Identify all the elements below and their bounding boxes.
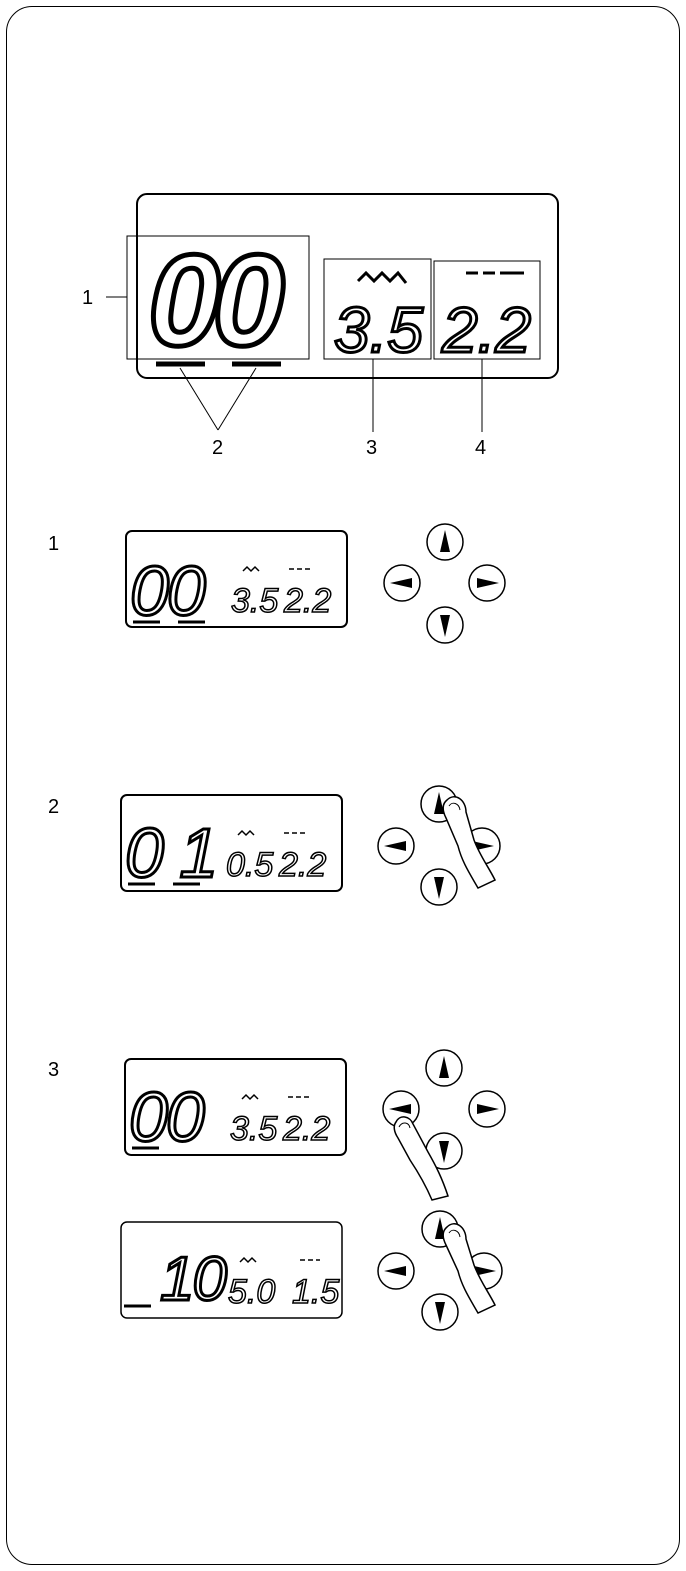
step-3-arrow-keys-b	[377, 1210, 503, 1331]
callout-label-3: 3	[366, 437, 378, 459]
step-3-display-b: 10 5.0 1.5	[120, 1221, 343, 1319]
arrow-left-icon[interactable]	[382, 1090, 420, 1128]
step-number-2: 2	[48, 796, 60, 818]
step-number-3: 3	[48, 1059, 60, 1081]
step-2-arrow-keys	[377, 785, 501, 906]
main-pattern-digits: 00	[148, 227, 284, 373]
callout-line-2a	[179, 367, 219, 431]
stitch-width: 5.0	[228, 1273, 275, 1311]
pattern-digits: 0 1	[125, 814, 216, 892]
stitch-width: 3.5	[231, 582, 278, 620]
arrow-right-icon[interactable]	[468, 564, 506, 602]
lcd-frame	[120, 794, 343, 892]
pattern-digits: 10	[160, 1245, 226, 1314]
callout-box-length	[433, 260, 541, 360]
stitch-length: 1.5	[292, 1273, 339, 1311]
pattern-digits: 00	[129, 1078, 205, 1156]
arrow-left-icon[interactable]	[377, 827, 415, 865]
finger-icon	[393, 1116, 449, 1201]
arrow-up-icon[interactable]	[426, 523, 464, 561]
callout-label-1: 1	[82, 287, 94, 309]
pattern-digits: 00	[130, 552, 206, 630]
step-3-arrow-keys-a	[382, 1049, 506, 1201]
arrow-down-icon[interactable]	[421, 1293, 459, 1331]
step-2-display: 0 1 0.5 2.2	[120, 794, 343, 894]
callout-box-width	[323, 258, 432, 360]
main-stitch-length: 2.2	[441, 294, 531, 366]
lcd-frame	[125, 530, 348, 628]
step-1-arrow-keys	[383, 523, 506, 644]
stitch-length: 2.2	[283, 582, 331, 620]
lcd-outer-frame	[136, 193, 559, 379]
page-frame	[6, 6, 680, 1565]
zigzag-width-icon	[242, 565, 260, 573]
zigzag-width-icon	[239, 1256, 257, 1264]
arrow-down-icon[interactable]	[420, 868, 458, 906]
arrow-down-icon[interactable]	[426, 606, 464, 644]
step-number-1: 1	[48, 533, 60, 555]
arrow-up-icon[interactable]	[425, 1049, 463, 1087]
zigzag-width-icon	[356, 270, 408, 284]
stitch-width: 0.5	[226, 846, 273, 884]
stitch-width: 3.5	[230, 1110, 277, 1148]
lcd-frame	[120, 1221, 343, 1319]
arrow-left-icon[interactable]	[377, 1252, 415, 1290]
arrow-left-icon[interactable]	[383, 564, 421, 602]
callout-label-4: 4	[475, 437, 487, 459]
finger-icon	[442, 1223, 497, 1314]
main-stitch-width: 3.5	[334, 294, 423, 366]
zigzag-width-icon	[241, 1093, 259, 1101]
zigzag-width-icon	[237, 829, 255, 837]
callout-label-2: 2	[212, 437, 224, 459]
callout-line-2b	[217, 367, 257, 431]
stitch-length: 2.2	[282, 1110, 330, 1148]
lcd-frame	[124, 1058, 347, 1156]
arrow-right-icon[interactable]	[468, 1090, 506, 1128]
stitch-length: 2.2	[278, 846, 326, 884]
step-3-display-a: 00 3.5 2.2	[124, 1058, 347, 1158]
finger-icon	[442, 796, 497, 889]
step-1-display: 00 3.5 2.2	[125, 530, 348, 632]
main-lcd-diagram: 00 3.5 2.2	[106, 193, 559, 432]
